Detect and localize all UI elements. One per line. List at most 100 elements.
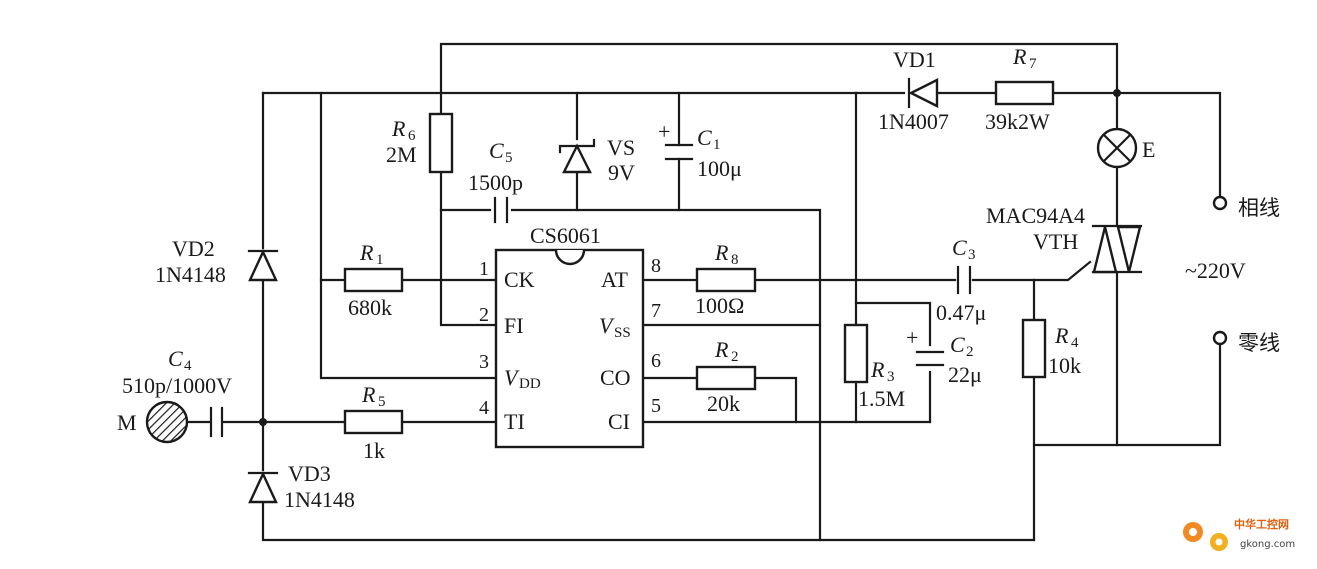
resistor-r5: R 5 1k: [343, 382, 404, 463]
diode-bar: [558, 138, 596, 154]
ic-pin-number: 6: [651, 350, 661, 372]
resistor-value: 20k: [707, 391, 740, 416]
microphone-ref: M: [117, 410, 137, 435]
triac-body: [1116, 225, 1142, 273]
diode-body: [562, 143, 592, 174]
resistor-ref: R: [391, 116, 406, 141]
resistor-r3: R 3 1.5M: [843, 323, 905, 411]
ic-pin-number: 1: [479, 258, 489, 280]
terminal-neutral-label: 零线: [1238, 331, 1280, 355]
ic-notch: [554, 249, 586, 266]
capacitor-value: 0.47μ: [936, 300, 986, 325]
resistor-ref: R: [714, 240, 729, 265]
capacitor-polarity: +: [906, 325, 918, 350]
resistor-r8: R 8 100Ω: [695, 240, 757, 318]
ic-cs6061: CS6061 1 CK 2 FI 3 V DD 4 TI 8 AT 7 V SS…: [479, 223, 661, 449]
diode-vd2: VD2 1N4148: [155, 236, 279, 287]
watermark-url: gkong.com: [1240, 539, 1295, 550]
triac-body: [1092, 226, 1118, 274]
resistor-ref: R: [359, 240, 374, 265]
ic-pin-number: 4: [479, 397, 489, 419]
resistor-body: [1021, 318, 1047, 379]
lamp-ref: E: [1142, 137, 1155, 162]
ic-pin-label: V: [599, 313, 615, 338]
resistor-ref: R: [714, 337, 729, 362]
capacitor-ref-sub: 3: [968, 247, 976, 263]
capacitor-ref-sub: 5: [505, 150, 513, 166]
ic-pin-number: 7: [651, 300, 661, 322]
terminal-phase-label: 相线: [1238, 196, 1280, 220]
resistor-body: [695, 365, 757, 391]
resistor-value: 100Ω: [695, 293, 744, 318]
resistor-ref-sub: 1: [376, 252, 384, 268]
resistor-ref: R: [1012, 44, 1027, 69]
terminal-phase: [1212, 195, 1228, 211]
mains-terminals: 相线 ~220V 零线: [1185, 195, 1280, 355]
resistor-value: 1.5M: [858, 386, 905, 411]
capacitor-c4: C 4 510p/1000V: [122, 346, 232, 438]
resistor-body: [994, 80, 1055, 106]
capacitor-value: 1500p: [468, 170, 523, 195]
resistor-r1: R 1 680k: [343, 240, 404, 320]
resistor-ref-sub: 7: [1029, 56, 1037, 72]
resistor-value: 39k2W: [985, 109, 1050, 134]
resistor-value: 680k: [348, 295, 392, 320]
diode-body: [908, 78, 939, 108]
resistor-ref-sub: 2: [731, 349, 739, 365]
resistor-r6: R 6 2M: [386, 112, 454, 174]
triac-part: MAC94A4: [986, 203, 1085, 228]
diode-body: [248, 249, 278, 282]
ic-name: CS6061: [530, 223, 601, 248]
watermark: 中华工控网 gkong.com: [1183, 517, 1295, 551]
ic-pin-label: FI: [504, 313, 524, 338]
ic-pin-label: TI: [504, 409, 525, 434]
ic-pin-number: 3: [479, 351, 489, 373]
capacitor-ref-sub: 4: [184, 358, 192, 374]
ic-pin-label: CO: [600, 365, 631, 390]
resistor-ref-sub: 3: [887, 369, 895, 385]
ic-body: [494, 248, 645, 449]
capacitor-value: 510p/1000V: [122, 373, 232, 398]
resistor-ref-sub: 4: [1071, 335, 1079, 351]
resistor-ref: R: [870, 357, 885, 382]
resistor-body: [695, 267, 757, 293]
junction-dot: [1113, 89, 1121, 97]
diode-value: 1N4007: [878, 109, 949, 134]
lamp-e: E: [1096, 127, 1155, 169]
diode-vd3: VD3 1N4148: [247, 461, 355, 512]
resistor-ref: R: [1054, 323, 1069, 348]
zener-ref: VS: [607, 135, 635, 160]
ic-pin-number: 5: [651, 395, 661, 417]
lamp-cross: [1102, 133, 1132, 163]
capacitor-c5: C 5 1500p: [468, 138, 523, 224]
resistor-r4: R 4 10k: [1021, 318, 1081, 379]
capacitor-ref: C: [489, 138, 504, 163]
capacitor-ref: C: [952, 235, 967, 260]
capacitor-c2: + C 2 22μ: [906, 325, 982, 387]
resistor-value: 2M: [386, 142, 417, 167]
ic-pin-number: 8: [651, 255, 661, 277]
diode-body: [248, 471, 278, 504]
terminal-neutral: [1212, 330, 1228, 346]
ic-pin-label: CK: [504, 267, 535, 292]
resistor-ref-sub: 8: [731, 252, 739, 268]
diode-ref: VD3: [288, 461, 331, 486]
supply-label: ~220V: [1185, 258, 1246, 283]
capacitor-c1: + C 1 100μ: [658, 119, 742, 181]
resistor-ref-sub: 5: [378, 394, 386, 410]
watermark-cn: 中华工控网: [1234, 517, 1289, 531]
junction-dots: [259, 89, 1121, 426]
resistor-ref: R: [361, 382, 376, 407]
capacitor-ref-sub: 1: [713, 137, 721, 153]
triac-vth: MAC94A4 VTH: [986, 203, 1143, 274]
triac-ref: VTH: [1033, 229, 1078, 254]
ic-pin-label: AT: [601, 267, 628, 292]
diode-value: 1N4148: [155, 262, 226, 287]
capacitor-value: 22μ: [948, 362, 982, 387]
capacitor-value: 100μ: [697, 156, 742, 181]
capacitor-ref: C: [697, 125, 712, 150]
capacitor-ref: C: [950, 332, 965, 357]
capacitor-ref-sub: 2: [966, 344, 974, 360]
capacitor-polarity: +: [658, 119, 670, 144]
